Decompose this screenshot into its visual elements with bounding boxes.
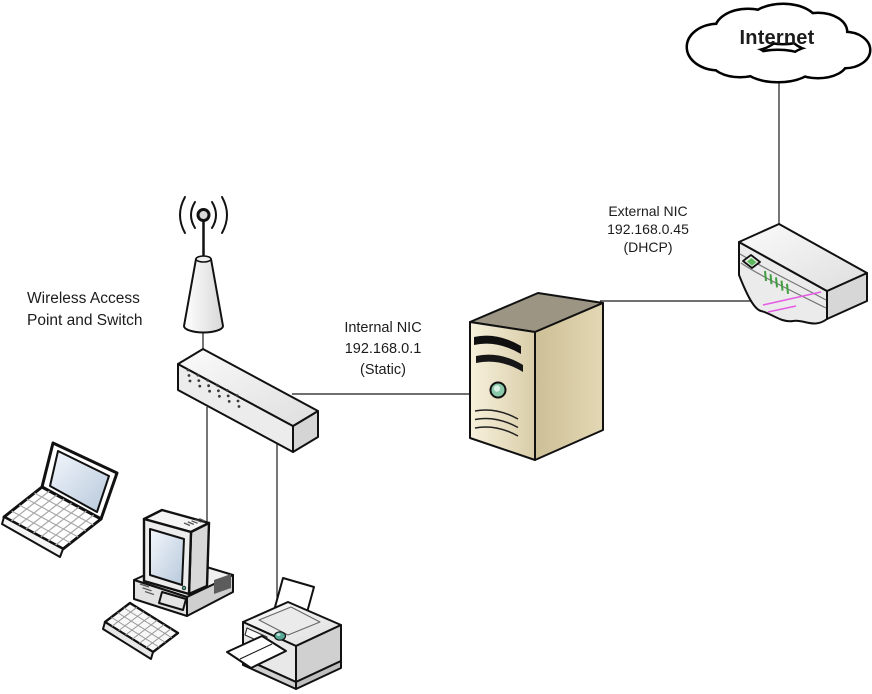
monitor-screen [149, 528, 185, 586]
wireless-access-point-antenna [179, 196, 228, 334]
keyboard-edge [102, 621, 154, 660]
monitor-vents [183, 517, 206, 527]
monitor-power-led [181, 585, 187, 591]
printer-paper-fold [239, 643, 273, 660]
printer-top-inset [258, 606, 321, 636]
monitor-stand [158, 591, 187, 611]
external-nic-line1: External NIC [608, 203, 688, 219]
laptop-keys [11, 490, 94, 546]
router-front [738, 241, 828, 325]
switch-top [177, 348, 319, 427]
antenna-tip [196, 208, 211, 222]
internal-nic-line3: (Static) [360, 362, 406, 378]
case-grille [214, 574, 231, 594]
laptop-front-lip [1, 516, 64, 558]
antenna-cone [183, 258, 224, 334]
internal-nic-line2: 192.168.0.1 [344, 341, 422, 357]
server-power-button [489, 381, 507, 399]
internet-cloud [685, 2, 872, 84]
router-top [738, 223, 868, 292]
laptop-screen [49, 450, 110, 513]
server [469, 292, 604, 461]
wap-label-line2: Point and Switch [27, 312, 143, 329]
router [738, 223, 868, 325]
printer-power-button [273, 631, 287, 641]
switch [177, 348, 319, 453]
desktop-computer [102, 508, 234, 660]
switch-port-leds [186, 368, 241, 408]
wap-label-line1: Wireless Access [27, 290, 140, 307]
wireless-access-point-label: Wireless Access Point and Switch [27, 288, 187, 332]
router-led [742, 254, 761, 269]
external-nic-label: External NIC 192.168.0.45 (DHCP) [573, 202, 723, 256]
server-vents [474, 409, 519, 437]
external-nic-line3: (DHCP) [623, 239, 673, 255]
laptop [1, 441, 119, 558]
printer-base-side [295, 660, 342, 690]
router-activity-ticks [764, 270, 789, 294]
server-drive-slot-2 [476, 354, 523, 372]
server-drive-slot-1 [474, 335, 521, 354]
signal-waves-icon [179, 196, 228, 234]
case-vents [139, 583, 155, 596]
internet-label-text: Internet [739, 27, 815, 49]
router-accent-lines [762, 291, 822, 313]
printer [226, 577, 342, 690]
keyboard-keys [110, 606, 173, 649]
internet-label: Internet [692, 27, 862, 50]
internal-nic-line1: Internal NIC [344, 320, 422, 336]
external-nic-line2: 192.168.0.45 [607, 221, 689, 237]
internal-nic-label: Internal NIC 192.168.0.1 (Static) [308, 318, 458, 381]
